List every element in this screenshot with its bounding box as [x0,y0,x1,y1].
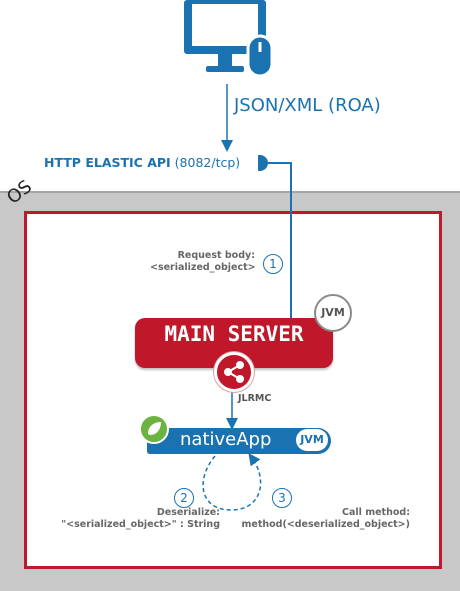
native-app-label: nativeApp [180,429,272,450]
step-2-badge: 2 [174,488,194,508]
deserialize-title: Deserialize: [156,507,220,518]
api-endpoint-icon [260,155,268,171]
call-method-note: Call method: method(<deserialized_object… [240,507,410,531]
protocol-label: JSON/XML (ROA) [234,95,381,116]
deserialize-note: Deserialize: "<serialized_object>" : Str… [50,507,220,531]
call-method-value: method(<deserialized_object>) [241,519,410,530]
jlrmc-label: JLRMC [238,393,272,404]
spring-leaf-icon [139,414,169,444]
native-app-jvm-badge: JVM [296,429,328,451]
call-method-title: Call method: [342,507,410,518]
request-body-note: Request body: <serialized_object> [150,250,256,274]
request-body-value: <serialized_object> [150,262,256,273]
request-body-title: Request body: [177,250,255,261]
api-name: HTTP ELASTIC API [44,155,171,170]
main-server-jvm-badge: JVM [314,294,352,332]
step-3-badge: 3 [272,488,292,508]
step-1-badge: 1 [263,254,283,274]
api-port: (8082/tcp) [174,155,241,170]
deserialize-loop [202,453,262,511]
main-server-label: MAIN SERVER [164,322,304,346]
api-to-server-line [268,162,292,320]
deserialize-value: "<serialized_object>" : String [61,519,220,530]
desktop-computer-icon [184,0,274,78]
share-icon [214,352,254,392]
api-label: HTTP ELASTIC API (8082/tcp) [44,155,240,170]
